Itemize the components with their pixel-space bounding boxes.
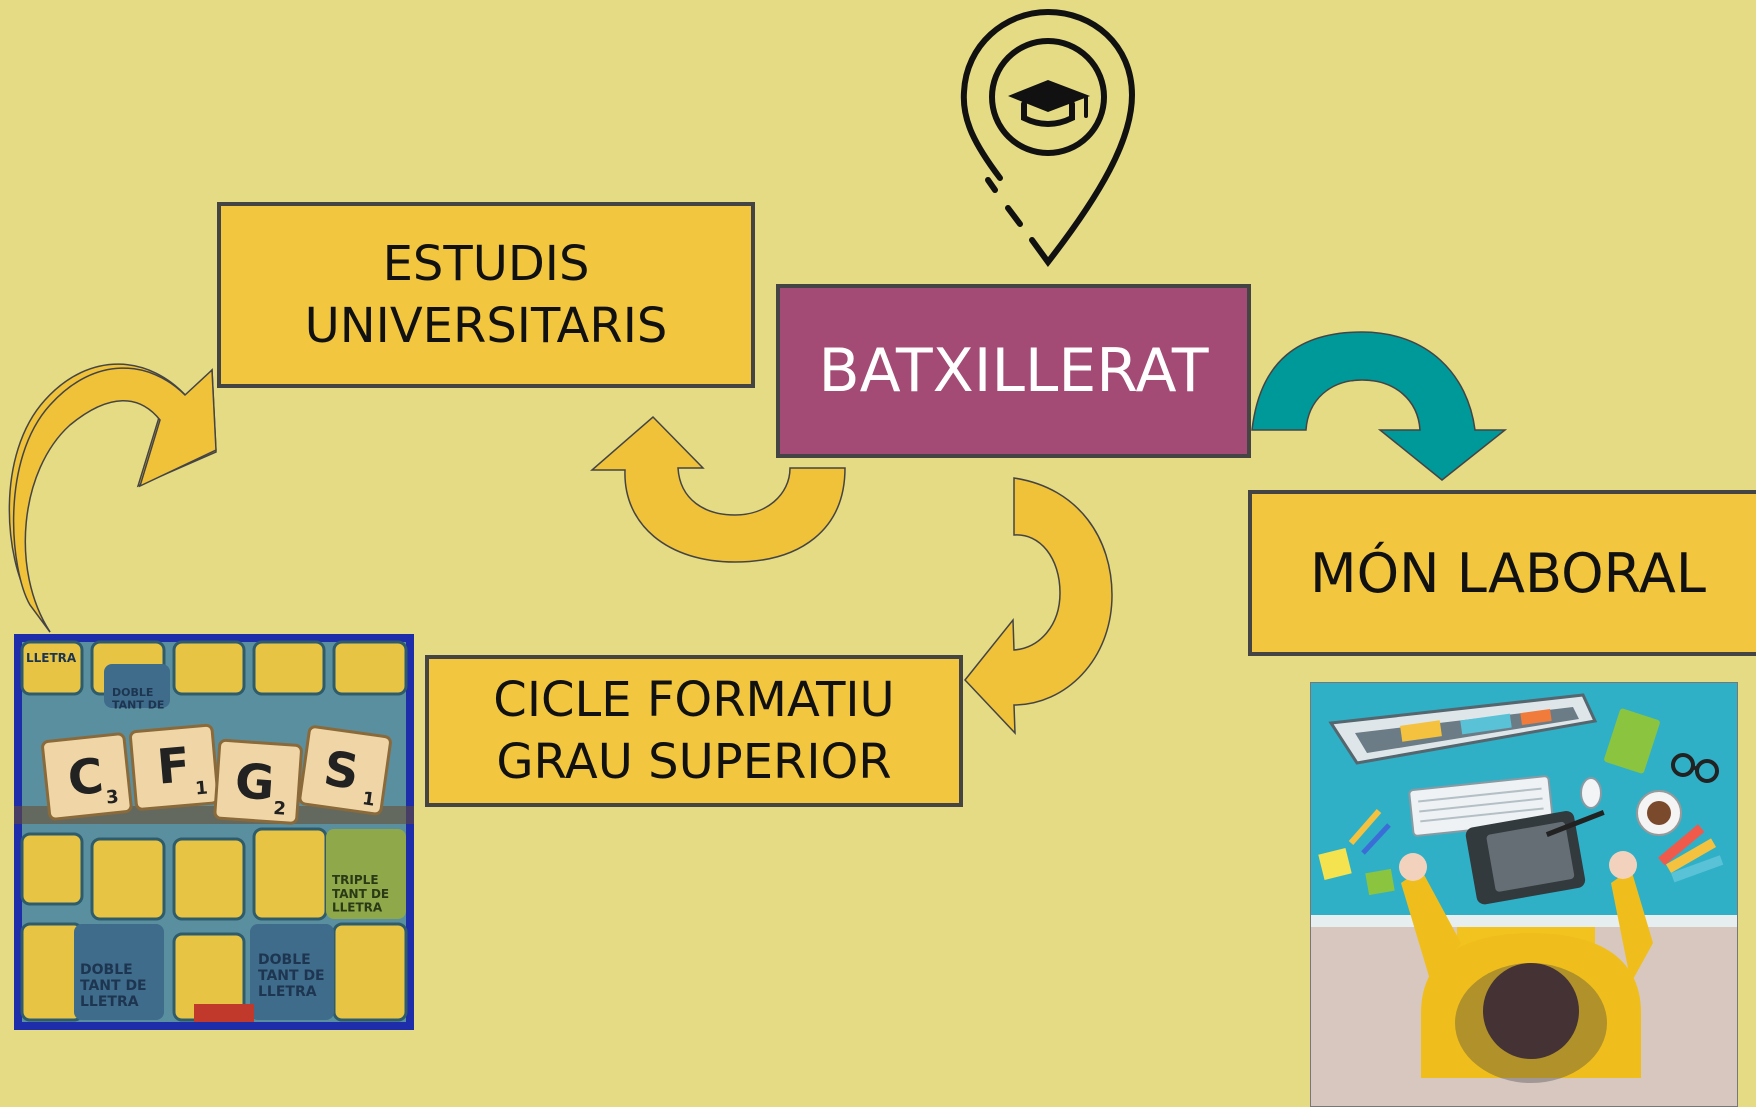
- tile-letter: C: [65, 748, 106, 807]
- cicle-formatiu-box: CICLE FORMATIU GRAU SUPERIOR: [425, 655, 963, 807]
- batxillerat-box: BATXILLERAT: [776, 284, 1251, 458]
- mouse-icon: [1580, 777, 1602, 809]
- arrow-cfgs-to-university-body: [12, 367, 217, 633]
- mon-laboral-label: MÓN LABORAL: [1310, 541, 1706, 605]
- tile-letter: F: [155, 737, 193, 796]
- estudis-universitaris-box: ESTUDIS UNIVERSITARIS: [217, 202, 755, 388]
- arrow-batx-to-cfgs: [964, 477, 1113, 735]
- scrabble-tiles: C 3 F 1 G 2 S 1: [41, 723, 392, 825]
- board-square-blue: [250, 924, 334, 1020]
- estudis-universitaris-label: ESTUDIS UNIVERSITARIS: [304, 236, 668, 354]
- workspace-illustration: [1310, 682, 1738, 1107]
- person-at-desk-icon: [1399, 851, 1653, 1083]
- notebook-icon: [1604, 708, 1660, 774]
- tile-score: 3: [105, 786, 120, 808]
- board-square-blue: [104, 664, 170, 708]
- drawing-tablet-icon: [1465, 810, 1605, 905]
- tile-score: 1: [361, 788, 376, 811]
- graduation-pin-icon: [960, 8, 1136, 267]
- pencil-icon: [1348, 809, 1382, 845]
- tile-letter: S: [320, 741, 362, 801]
- glasses-icon: [1671, 753, 1719, 783]
- sticky-note-icon: [1318, 847, 1352, 881]
- board-square-blue: [74, 924, 164, 1020]
- cicle-formatiu-label: CICLE FORMATIU GRAU SUPERIOR: [493, 672, 895, 790]
- color-swatch-icon: [1658, 824, 1724, 883]
- tile-letter: G: [233, 753, 276, 812]
- tile-score: 2: [273, 798, 287, 820]
- tile-score: 1: [194, 777, 208, 799]
- monitor-icon: [1328, 693, 1598, 765]
- teal-curved-arrow-icon: [1251, 331, 1508, 481]
- batxillerat-label: BATXILLERAT: [818, 336, 1209, 406]
- board-square-green: [326, 829, 406, 919]
- arrow-batx-to-university: [589, 415, 846, 563]
- mon-laboral-box: MÓN LABORAL: [1248, 490, 1756, 656]
- board-text-lletra: LLETRA: [26, 651, 77, 665]
